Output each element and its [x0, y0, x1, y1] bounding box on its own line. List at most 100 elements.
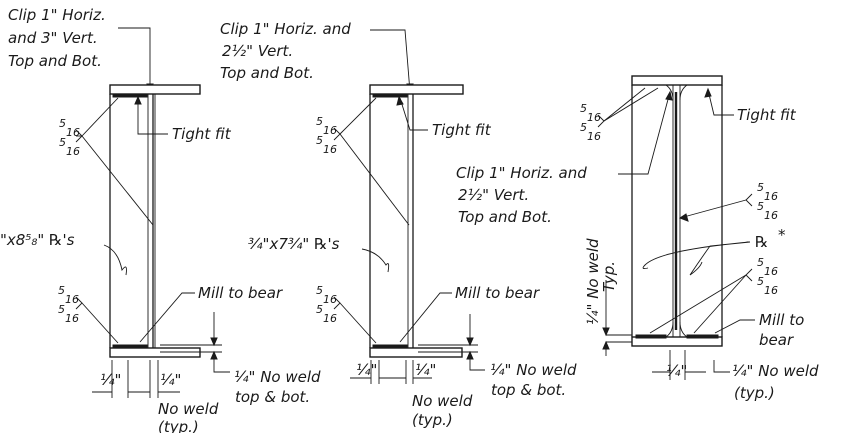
bottom-flange-3: [631, 336, 723, 347]
tight-fit-3: Tight fit: [737, 106, 797, 124]
bottom-flange-2: [369, 347, 463, 358]
detail-1: Clip 1" Horiz. and 3" Vert. Top and Bot.…: [0, 6, 321, 433]
clip-note-3-line2: 2½" Vert.: [458, 186, 529, 204]
no-weld-1b: (typ.): [158, 418, 199, 433]
tight-fit-arrow-1: [134, 95, 142, 105]
gap-arrow-1b: [210, 350, 218, 360]
plate-note-3: ℞: [755, 233, 768, 251]
bottom-dims-3: [652, 350, 730, 380]
weld-symbol-bot-1: 5 16 5 16: [58, 284, 119, 344]
vert-dim-3: [605, 280, 632, 356]
tight-fit-leader-1: [137, 98, 168, 135]
mill-leader-1: [139, 292, 195, 343]
plate-leader-3: [642, 241, 751, 276]
svg-text:16: 16: [65, 293, 79, 306]
vert-label-3b: Typ.: [600, 261, 618, 292]
clip-arrowhead-3: [665, 90, 673, 101]
clip-note-2-line1: Clip 1" Horiz. and: [220, 20, 351, 38]
web-3a: [672, 85, 681, 337]
tight-fit-arrow-2: [396, 95, 404, 106]
svg-text:16: 16: [323, 293, 337, 306]
svg-text:5: 5: [316, 115, 323, 128]
svg-text:5: 5: [59, 136, 66, 149]
svg-text:5: 5: [59, 117, 66, 130]
no-weld-2b: (typ.): [412, 411, 453, 429]
svg-text:16: 16: [587, 111, 601, 124]
plate-note-2: ¾"x7¾" ℞'s: [248, 235, 340, 253]
svg-text:16: 16: [764, 209, 778, 222]
svg-text:5: 5: [316, 134, 323, 147]
weld-symbol-top-1: 5 16 5 16: [59, 97, 154, 226]
clip-note-3-line3: Top and Bot.: [458, 208, 552, 226]
svg-text:16: 16: [323, 143, 337, 156]
svg-text:16: 16: [587, 130, 601, 143]
svg-text:16: 16: [66, 145, 80, 158]
detail-2: Clip 1" Horiz. and 2½" Vert. Top and Bot…: [220, 20, 577, 429]
gap-arrow-2b: [466, 350, 474, 360]
vert-arrow-3b: [602, 340, 610, 350]
dim-left-2: ¼": [356, 361, 377, 379]
gap-arrow-2a: [466, 337, 474, 347]
nw-label-3: ¼" No weld: [732, 362, 819, 380]
no-weld-2a: No weld: [412, 392, 473, 410]
gap-arrow-1a: [210, 337, 218, 347]
svg-text:5: 5: [580, 102, 587, 115]
svg-text:16: 16: [65, 312, 79, 325]
clip-note-1-line3: Top and Bot.: [8, 52, 102, 70]
top-clip-weld-1: [112, 93, 148, 98]
svg-text:5: 5: [58, 284, 65, 297]
top-clip-weld-2: [372, 93, 408, 98]
plate-note-1: "x8⁵₈" ℞'s: [0, 231, 75, 249]
weld-symbol-bot-3: 5 16 5 16: [649, 256, 778, 334]
stiffener-outline-2: [369, 94, 414, 348]
svg-text:5: 5: [316, 303, 323, 316]
svg-text:16: 16: [764, 190, 778, 203]
asterisk-3: *: [778, 226, 786, 244]
mill-note-1: Mill to bear: [198, 284, 283, 302]
weld-symbol-mid-3: 5 16 5 16: [679, 181, 778, 222]
tight-fit-leader-3: [707, 89, 734, 116]
clip-leader-2: [370, 29, 411, 93]
mill-note-3b: bear: [759, 331, 794, 349]
gap-dim-2: [418, 314, 485, 371]
vert-arrow-3a: [602, 327, 610, 337]
clip-note-1-line1: Clip 1" Horiz.: [8, 6, 106, 24]
mid-weld-arrow-3: [678, 213, 689, 222]
clip-note-3-line1: Clip 1" Horiz. and: [456, 164, 587, 182]
svg-text:5: 5: [757, 200, 764, 213]
detail-3: Tight fit 5 16 5 16 Clip 1" Horiz. and 2…: [456, 75, 819, 402]
bottom-flange-1: [109, 347, 201, 358]
clip-leader-3: [618, 91, 671, 175]
svg-text:16: 16: [764, 265, 778, 278]
bot-clip-weld-3a: [635, 334, 667, 339]
svg-text:5: 5: [58, 303, 65, 316]
nw-label-2: ¼" No weld: [490, 361, 577, 379]
svg-text:5: 5: [316, 284, 323, 297]
weld-symbol-top-2: 5 16 5 16: [316, 97, 410, 226]
clip-note-2-line3: Top and Bot.: [220, 64, 314, 82]
dim-right-2: ¼": [415, 361, 436, 379]
bottom-dims-1: [92, 360, 180, 398]
svg-text:5: 5: [757, 181, 764, 194]
vert-label-3a: ¼" No weld: [584, 238, 602, 325]
tight-fit-leader-2: [399, 97, 428, 131]
mill-leader-3: [714, 319, 755, 334]
bot-clip-weld-3b: [686, 334, 719, 339]
svg-text:5: 5: [580, 121, 587, 134]
plate-leader-2: [361, 248, 390, 273]
weld-symbol-bot-2: 5 16 5 16: [316, 284, 377, 344]
plate-leader-1: [103, 244, 127, 276]
tb-label-1: top & bot.: [235, 388, 310, 406]
tight-fit-2: Tight fit: [432, 121, 492, 139]
tight-fit-arrow-3: [704, 87, 712, 98]
top-flange-1: [109, 84, 201, 95]
tb-label-2: top & bot.: [491, 381, 566, 399]
bottom-dims-2: [350, 360, 432, 384]
bot-clip-weld-1: [112, 344, 148, 349]
gap-dim-1: [160, 312, 230, 373]
mill-note-2: Mill to bear: [455, 284, 540, 302]
fillets-3: [665, 84, 688, 338]
svg-text:5: 5: [757, 275, 764, 288]
dim-right-1: ¼": [160, 371, 181, 389]
